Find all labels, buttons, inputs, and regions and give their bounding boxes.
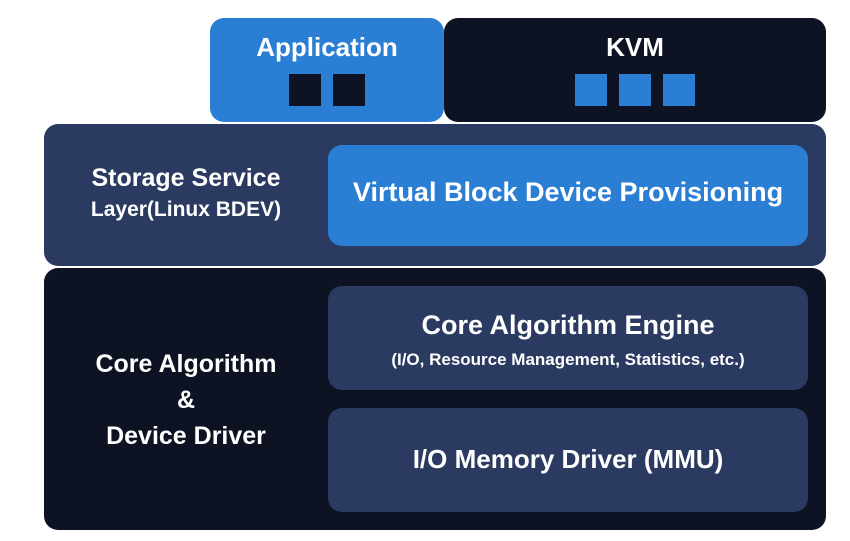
storage-layer-label-line1: Storage Service [91,164,281,192]
virtual-block-device-provisioning-box: Virtual Block Device Provisioning [328,145,808,246]
application-block [333,74,365,106]
core-layer-label-line2: & [176,386,196,414]
core-layer-label-line1: Core Algorithm [95,350,277,378]
io-memory-driver-box: I/O Memory Driver (MMU) [328,408,808,512]
application-box: Application [210,18,444,122]
io-memory-driver-label: I/O Memory Driver (MMU) [412,444,724,474]
application-label: Application [256,32,398,62]
kvm-box: KVM [444,18,826,122]
core-layer-label: Core Algorithm & Device Driver [44,346,328,454]
virtual-block-device-provisioning-label: Virtual Block Device Provisioning [352,177,784,207]
kvm-block [619,74,651,106]
kvm-block [663,74,695,106]
core-layer-label-line3: Device Driver [106,422,266,450]
core-algorithm-engine-subtitle: (I/O, Resource Management, Statistics, e… [391,350,745,369]
kvm-blocks [444,74,826,106]
kvm-label: KVM [606,32,664,62]
kvm-block [575,74,607,106]
storage-layer-label: Storage Service Layer(Linux BDEV) [44,162,328,226]
core-algorithm-engine-box: Core Algorithm Engine (I/O, Resource Man… [328,286,808,390]
application-blocks [210,74,444,106]
application-block [289,74,321,106]
storage-layer-label-line2: Layer(Linux BDEV) [90,198,282,221]
core-algorithm-engine-title: Core Algorithm Engine [421,310,715,340]
